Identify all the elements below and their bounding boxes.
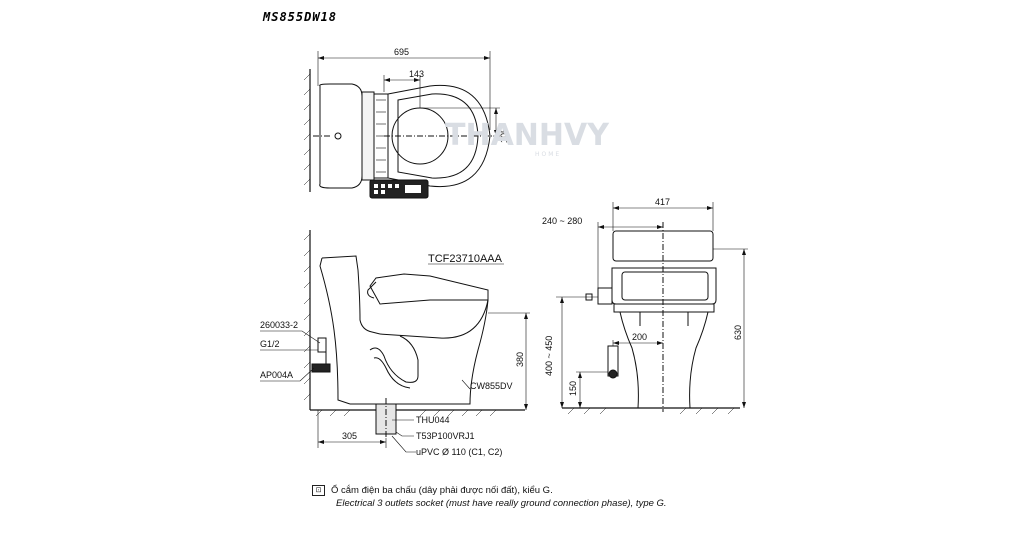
label-flange: THU044: [416, 415, 450, 425]
model-code: MS855DW18: [262, 10, 337, 24]
dim-seat-height: 380: [515, 352, 525, 367]
dim-supply-offset: 200: [632, 332, 647, 342]
watermark-brand: THANHVY: [445, 118, 610, 153]
label-drain-part: T53P100VRJ1: [416, 431, 475, 441]
side-view: [260, 230, 530, 453]
dim-total-height: 630: [733, 325, 743, 340]
label-supply-part: 260033-2: [260, 320, 298, 330]
dim-seat-offset: 143: [409, 69, 424, 79]
front-view: [556, 202, 748, 415]
socket-icon: ⊡: [312, 484, 325, 496]
dim-rough-in: 305: [342, 431, 357, 441]
label-bowl-model: CW855DV: [470, 381, 513, 391]
label-seat-model: TCF23710AAA: [428, 253, 503, 265]
watermark-sub: HOME: [535, 151, 561, 158]
footnote-vi: Ổ cắm điện ba chấu (dây phải được nối đấ…: [331, 485, 553, 496]
label-thread: G1/2: [260, 339, 280, 349]
dim-front-width: 417: [655, 197, 670, 207]
dim-socket-height: 400 ~ 450: [544, 336, 554, 376]
footnote: ⊡ Ổ cắm điện ba chấu (dây phải được nối đ…: [312, 484, 667, 510]
top-view: [303, 51, 500, 199]
footnote-vi-line: ⊡ Ổ cắm điện ba chấu (dây phải được nối đ…: [312, 484, 667, 497]
dim-supply-height: 150: [568, 381, 578, 396]
label-stop-valve: AP004A: [260, 370, 293, 380]
dim-seat-half-width: 105: [499, 128, 509, 143]
dim-overall-length: 695: [394, 47, 409, 57]
label-drain-pipe: uPVC Ø 110 (C1, C2): [416, 447, 502, 457]
footnote-en: Electrical 3 outlets socket (must have r…: [336, 498, 667, 509]
watermark-logo: THANHVY HOME: [445, 118, 610, 158]
dim-socket-range: 240 ~ 280: [542, 216, 582, 226]
